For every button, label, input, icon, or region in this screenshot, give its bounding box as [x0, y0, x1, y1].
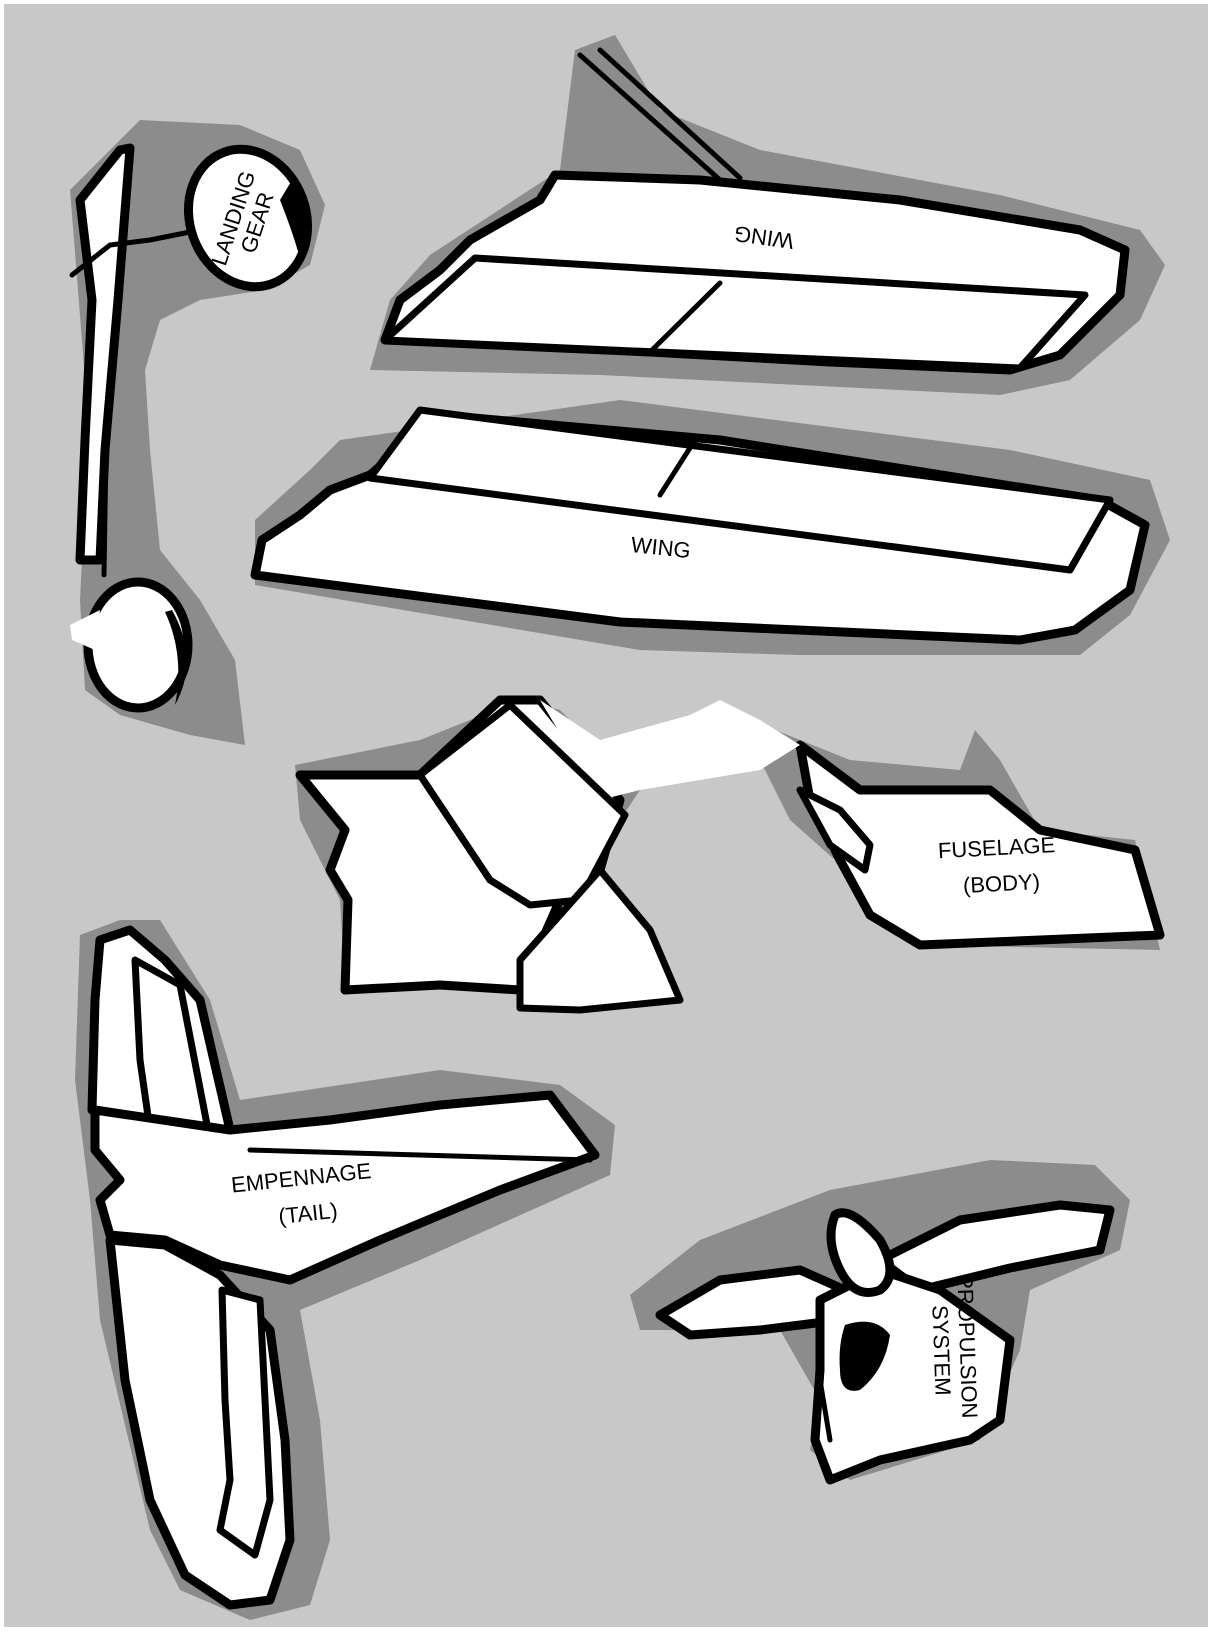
landing-gear-wheel — [88, 582, 188, 708]
empennage-elevator-tab — [220, 1290, 270, 1555]
